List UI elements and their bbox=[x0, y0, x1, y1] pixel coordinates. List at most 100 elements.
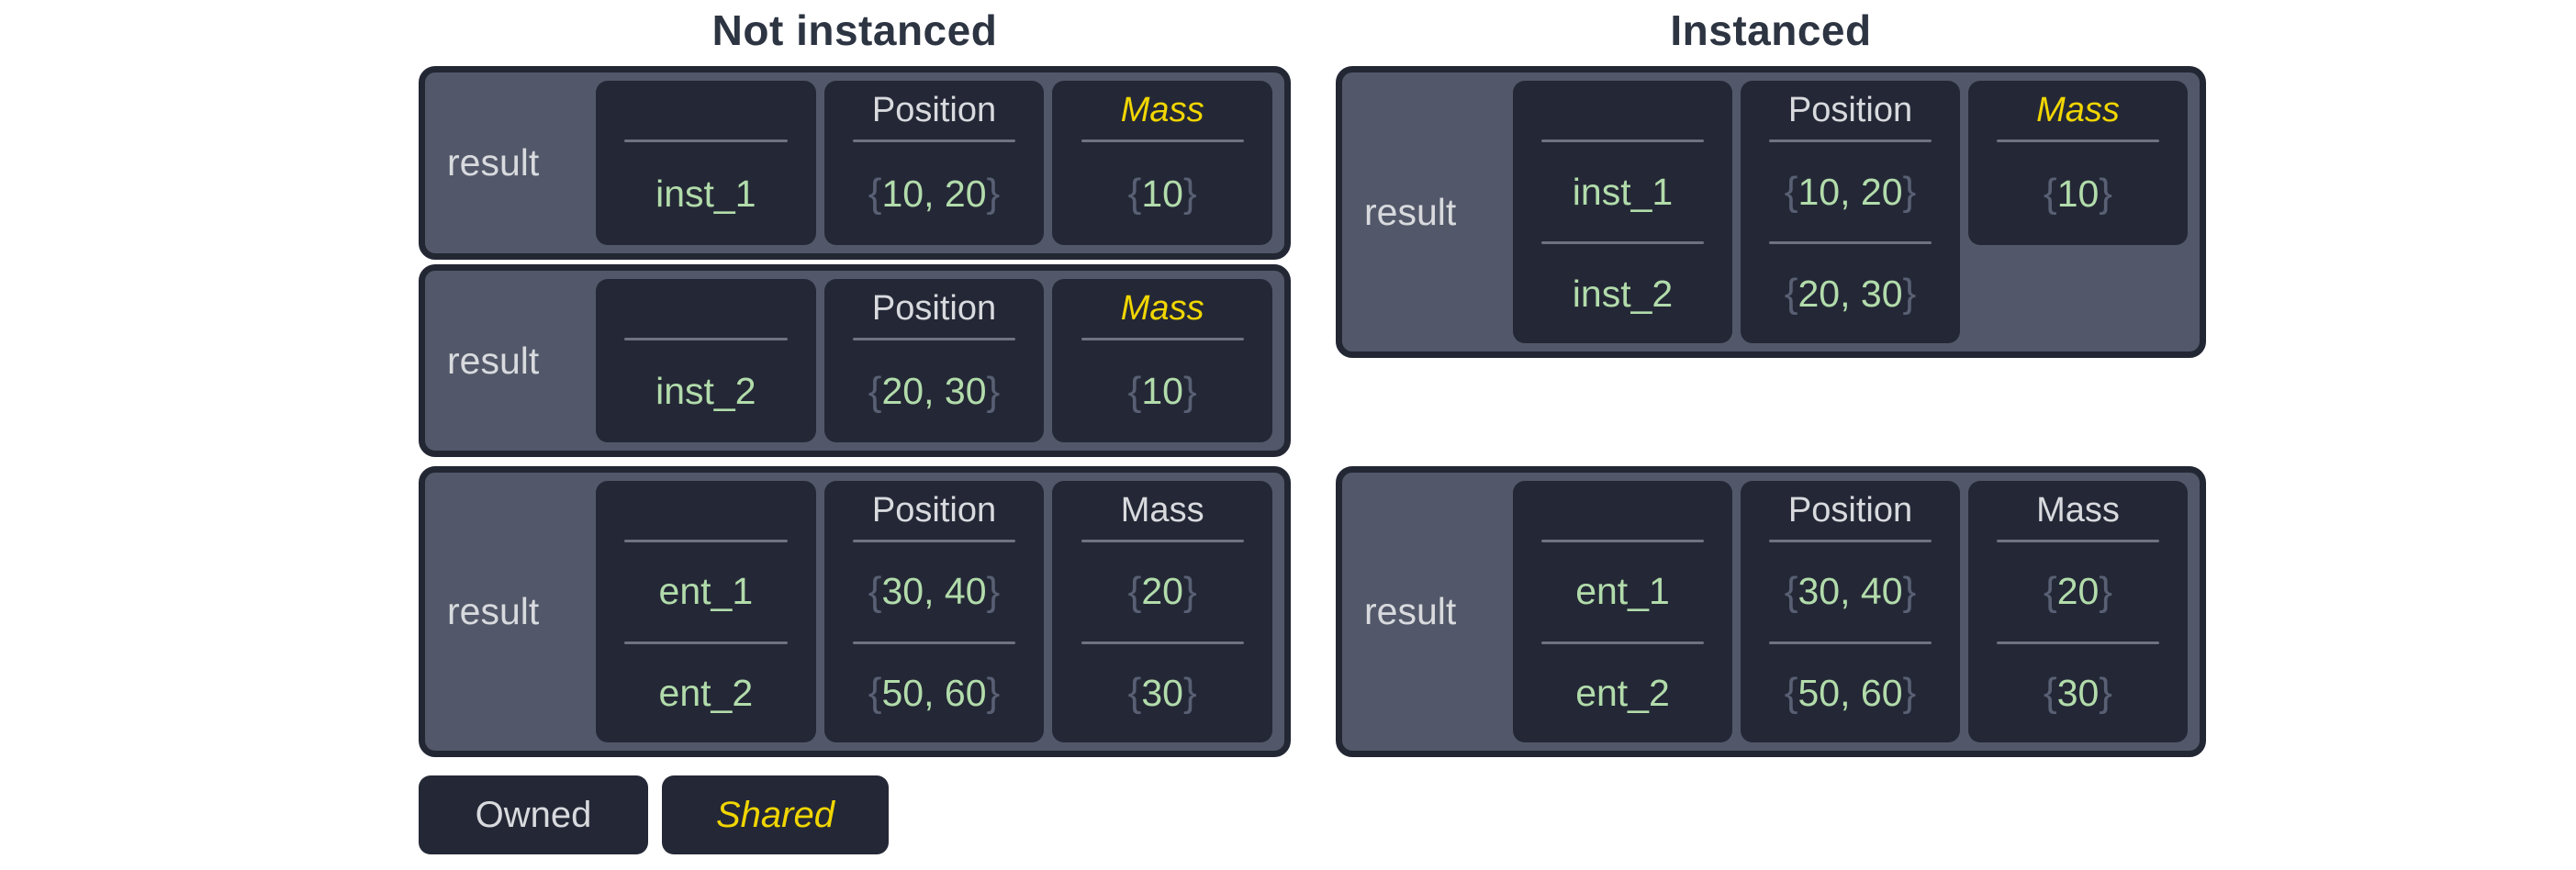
instanced-title: Instanced bbox=[1670, 6, 1872, 54]
position-value: {20, 30} bbox=[1785, 244, 1916, 343]
position-value: {50, 60} bbox=[868, 644, 1000, 743]
mass-header-shared: Mass bbox=[1120, 288, 1204, 328]
open-brace: { bbox=[1127, 670, 1142, 716]
value-text: 20 bbox=[1141, 570, 1183, 613]
value-text: 20, 30 bbox=[1798, 272, 1903, 315]
entity-cell: inst_1 inst_2 bbox=[1513, 81, 1732, 343]
position-header: Position bbox=[1787, 90, 1913, 129]
mass-header-shared: Mass bbox=[2036, 90, 2120, 129]
close-brace: } bbox=[1902, 271, 1917, 316]
mass-header: Mass bbox=[1120, 490, 1204, 530]
not-instanced-title: Not instanced bbox=[711, 6, 998, 54]
legend-shared-chip: Shared bbox=[662, 775, 889, 854]
divider bbox=[624, 641, 788, 644]
divider bbox=[1081, 641, 1244, 644]
value-text: 30, 40 bbox=[881, 570, 987, 613]
close-brace: } bbox=[1902, 169, 1917, 214]
mass-cell: Mass {20} {30} bbox=[1052, 481, 1273, 743]
open-brace: { bbox=[1127, 368, 1142, 414]
result-label: result bbox=[1364, 590, 1457, 632]
result-table-instanced-2: result ent_1 ent_2 Position {30, 40} {50… bbox=[1336, 466, 2206, 757]
result-table-not-instanced-1: result inst_1 Position {10, 20} Mass {10… bbox=[419, 66, 1291, 260]
result-table-instanced-1: result inst_1 inst_2 Position {10, 20} {… bbox=[1336, 66, 2206, 358]
mass-value: {10} bbox=[1128, 142, 1197, 245]
divider bbox=[1997, 540, 2159, 542]
cells-container: ent_1 ent_2 Position {30, 40} {50, 60} M… bbox=[1513, 473, 2200, 751]
position-cell: Position {10, 20} bbox=[823, 81, 1045, 245]
close-brace: } bbox=[1902, 670, 1917, 716]
legend-owned-chip: Owned bbox=[419, 775, 648, 854]
divider bbox=[1541, 241, 1704, 244]
result-table-not-instanced-3: result ent_1 ent_2 Position {30, 40} {50… bbox=[419, 466, 1291, 757]
result-label: result bbox=[1364, 190, 1457, 233]
mass-value: {30} bbox=[2044, 644, 2112, 743]
entity-name: ent_1 bbox=[658, 570, 754, 613]
mass-value: {20} bbox=[2044, 542, 2112, 641]
close-brace: } bbox=[1902, 568, 1917, 614]
value-text: 10, 20 bbox=[1798, 170, 1903, 213]
open-brace: { bbox=[868, 171, 882, 216]
value-text: 50, 60 bbox=[1798, 671, 1903, 714]
divider bbox=[624, 139, 788, 142]
close-brace: } bbox=[1182, 568, 1197, 614]
divider bbox=[1081, 139, 1244, 142]
position-value: {50, 60} bbox=[1785, 644, 1916, 743]
position-value: {20, 30} bbox=[868, 340, 1000, 442]
open-brace: { bbox=[1784, 271, 1798, 316]
open-brace: { bbox=[2043, 568, 2057, 614]
position-cell: Position {30, 40} {50, 60} bbox=[1741, 481, 1960, 742]
legend: Owned Shared bbox=[419, 775, 889, 854]
value-text: 10, 20 bbox=[881, 172, 987, 215]
mass-value: {30} bbox=[1128, 644, 1197, 743]
divider bbox=[1997, 139, 2159, 142]
close-brace: } bbox=[986, 171, 1001, 216]
divider bbox=[1769, 139, 1932, 142]
mass-cell-shared: Mass {10} bbox=[1968, 81, 2188, 245]
entity-cell: inst_2 bbox=[596, 279, 816, 442]
entity-name: ent_2 bbox=[658, 671, 754, 714]
cells-container: inst_1 inst_2 Position {10, 20} {20, 30}… bbox=[1513, 72, 2200, 351]
value-text: 30, 40 bbox=[1798, 570, 1903, 613]
position-cell: Position {10, 20} {20, 30} bbox=[1741, 81, 1960, 343]
value-text: 30 bbox=[2056, 671, 2100, 714]
close-brace: } bbox=[1182, 670, 1197, 716]
position-value: {10, 20} bbox=[1785, 142, 1916, 241]
entity-name: inst_1 bbox=[655, 172, 756, 215]
open-brace: { bbox=[1784, 169, 1798, 214]
open-brace: { bbox=[868, 368, 882, 414]
entity-cell: ent_1 ent_2 bbox=[1513, 481, 1732, 742]
open-brace: { bbox=[868, 568, 882, 614]
value-text: 10 bbox=[1141, 172, 1183, 215]
close-brace: } bbox=[986, 368, 1001, 414]
divider bbox=[1081, 540, 1244, 542]
entity-cell: ent_1 ent_2 bbox=[596, 481, 816, 742]
position-cell: Position {20, 30} bbox=[823, 279, 1045, 442]
close-brace: } bbox=[2099, 670, 2112, 716]
position-header: Position bbox=[871, 288, 997, 328]
position-header: Position bbox=[1787, 490, 1913, 530]
mass-cell: Mass {10} bbox=[1052, 279, 1273, 442]
divider bbox=[1541, 641, 1704, 644]
entity-name: inst_2 bbox=[1572, 272, 1674, 315]
divider bbox=[624, 540, 788, 542]
cells-container: inst_2 Position {20, 30} Mass {10} bbox=[596, 271, 1284, 451]
position-value: {30, 40} bbox=[1785, 542, 1916, 641]
position-header: Position bbox=[871, 490, 997, 530]
value-text: 10 bbox=[1141, 370, 1183, 412]
mass-value: {20} bbox=[1128, 542, 1197, 641]
open-brace: { bbox=[2043, 171, 2057, 216]
open-brace: { bbox=[1784, 568, 1798, 614]
close-brace: } bbox=[1182, 368, 1197, 414]
position-value: {10, 20} bbox=[868, 142, 1000, 245]
divider bbox=[1541, 540, 1704, 542]
close-brace: } bbox=[986, 670, 1001, 716]
position-value: {30, 40} bbox=[868, 542, 1000, 641]
value-text: 20 bbox=[2056, 570, 2100, 613]
mass-cell: Mass {10} bbox=[1052, 81, 1273, 245]
close-brace: } bbox=[2099, 568, 2112, 614]
divider bbox=[852, 540, 1016, 542]
close-brace: } bbox=[986, 568, 1001, 614]
mass-value: {10} bbox=[2044, 142, 2112, 245]
entity-name: ent_2 bbox=[1575, 671, 1670, 714]
